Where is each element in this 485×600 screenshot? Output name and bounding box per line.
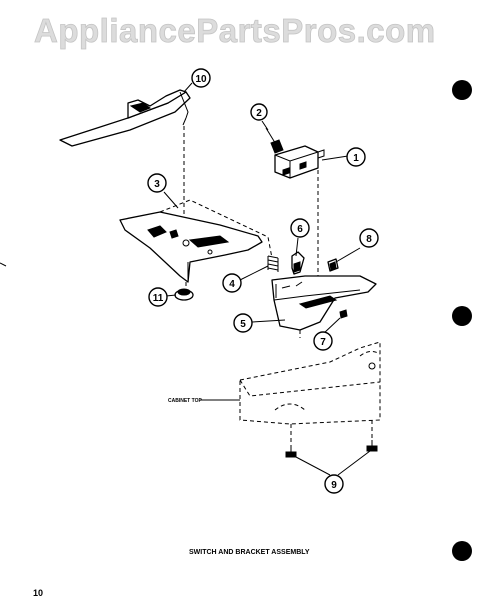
svg-text:11: 11: [153, 293, 164, 304]
callout-4: 4: [222, 273, 242, 293]
cabinet-top-label: CABINET TOP: [168, 398, 202, 404]
leader-6: [295, 237, 299, 257]
svg-text:5: 5: [240, 319, 246, 330]
watermark: AppliancePartsPros.com: [34, 12, 436, 49]
svg-text:8: 8: [366, 234, 372, 245]
cabinet-top: [200, 341, 381, 425]
part-2-screw: [265, 127, 284, 154]
part-10-actuator: [59, 89, 191, 147]
svg-text:7: 7: [320, 337, 326, 348]
svg-text:3: 3: [154, 179, 160, 190]
page-number: 10: [33, 588, 43, 598]
callout-3: 3: [147, 173, 167, 193]
svg-text:10: 10: [195, 74, 207, 85]
svg-text:6: 6: [297, 224, 303, 235]
leader-4: [239, 265, 269, 281]
part-11-nut: [174, 288, 194, 301]
leader-8: [335, 247, 361, 263]
callout-6: 6: [290, 218, 310, 238]
part-6-clip: [291, 251, 305, 275]
svg-text:2: 2: [256, 108, 262, 119]
leader-11: [165, 294, 177, 297]
callout-7: 7: [313, 331, 333, 351]
callout-2: 2: [250, 103, 268, 121]
part-4-spring: [267, 255, 279, 272]
svg-text:4: 4: [229, 279, 235, 290]
callout-1: 1: [346, 147, 366, 167]
punch-hole-middle: [452, 306, 472, 326]
svg-text:1: 1: [353, 153, 359, 164]
svg-text:9: 9: [331, 480, 337, 491]
leader-3: [163, 191, 179, 209]
leader-9: [295, 450, 371, 476]
guide-line: [159, 199, 273, 259]
part-3-bracket: [119, 211, 263, 283]
part-9-screw-left: [285, 445, 297, 458]
callout-5: 5: [233, 313, 253, 333]
part-5-bracket: [271, 275, 377, 331]
edge-mark: [0, 262, 7, 267]
leader-10: [183, 82, 193, 93]
leader-7: [322, 317, 341, 335]
callout-10: 10: [191, 68, 211, 88]
leader-1: [321, 155, 349, 161]
callout-8: 8: [359, 228, 379, 248]
callout-11: 11: [148, 287, 168, 307]
part-1-switch: [274, 145, 325, 179]
leader-5: [251, 319, 286, 323]
punch-hole-top: [452, 80, 472, 100]
part-8-clip: [327, 258, 339, 272]
punch-hole-bottom: [452, 541, 472, 561]
leader-2: [261, 120, 269, 131]
callout-9: 9: [324, 474, 344, 494]
diagram-title: SWITCH AND BRACKET ASSEMBLY: [189, 549, 310, 556]
part-9-screw-right: [366, 440, 378, 452]
